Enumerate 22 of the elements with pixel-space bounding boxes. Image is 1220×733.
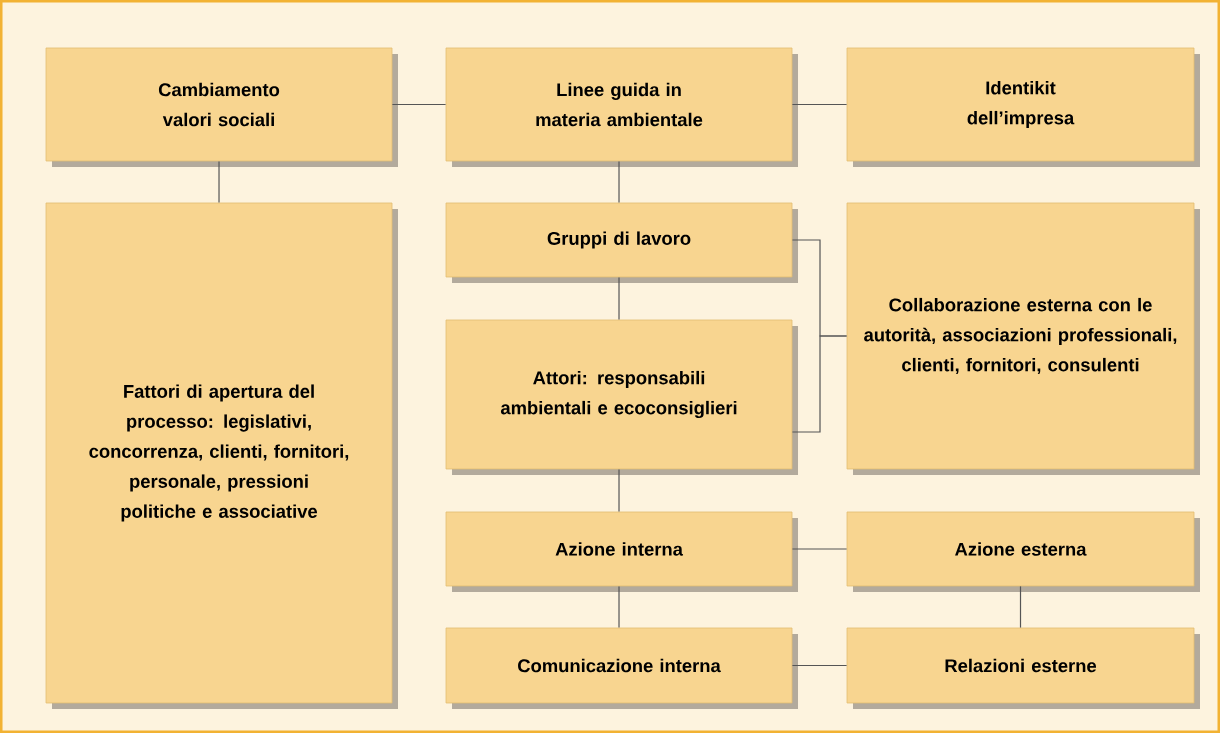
text-box: Azione esterna: [846, 511, 1200, 592]
connector-line: [791, 335, 848, 433]
text-box: Comunicazione interna: [445, 627, 798, 709]
text-box: Linee guida in materia ambientale: [445, 47, 798, 167]
text-box: Identikit dell’impresa: [846, 47, 1200, 167]
text-box: Collaborazione esterna con le autorità, associazioni professionali, clienti, fornitori, consulenti: [846, 202, 1200, 475]
text-box: Gruppi di lavoro: [445, 202, 798, 283]
connector-line: [218, 160, 220, 204]
connector-line: [791, 664, 848, 667]
connector-line: [618, 468, 620, 513]
text-box: Azione interna: [445, 511, 798, 592]
text-box: Cambiamento valori sociali: [45, 47, 398, 167]
text-box: Fattori di apertura del processo: legislativi, concorrenza, clienti, fornitori, personale, pressioni politiche e associative: [45, 202, 398, 709]
text-box: Relazioni esterne: [846, 627, 1200, 709]
connector-line: [791, 103, 848, 106]
connector-line: [391, 103, 447, 106]
connector-line: [1019, 585, 1022, 629]
text-box: Attori: responsabili ambientali e ecoconsiglieri: [445, 319, 798, 475]
connector-line: [618, 276, 620, 321]
connector-line: [618, 585, 620, 629]
connector-line: [791, 548, 848, 550]
connector-line: [618, 160, 620, 204]
